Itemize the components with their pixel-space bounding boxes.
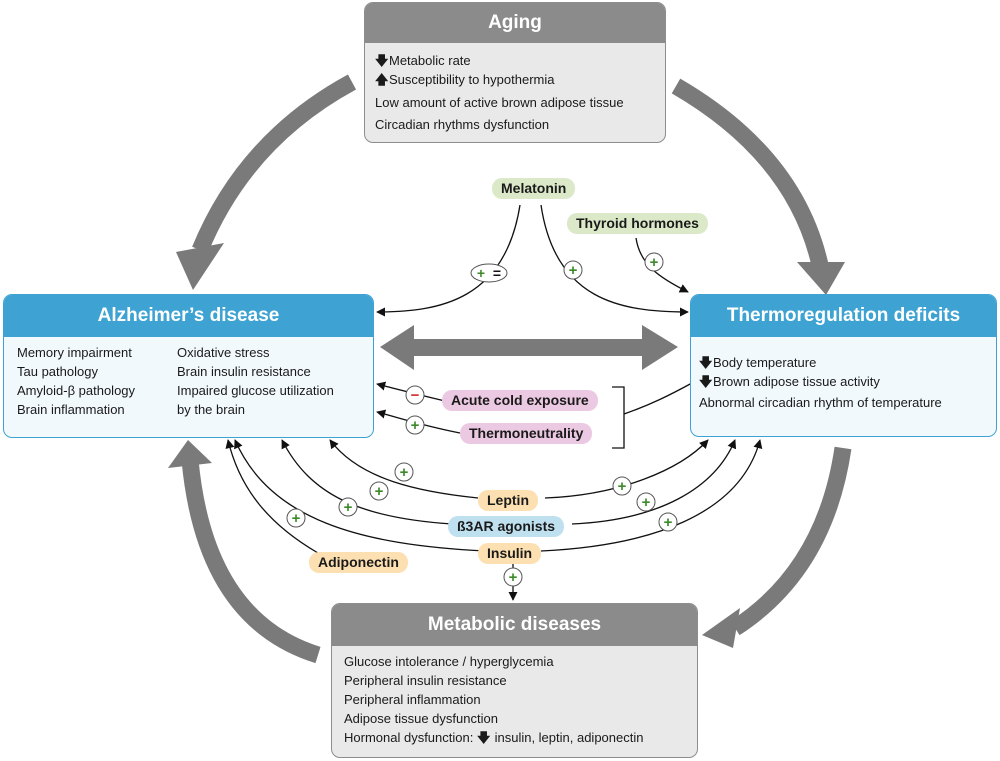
alzheimers-item: Tau pathology (17, 364, 98, 379)
cycle-arrowhead-right-top (797, 262, 845, 295)
minus-icon: − (405, 385, 425, 405)
aging-line: 🡅Susceptibility to hypothermia (375, 72, 555, 87)
aging-title: Aging (365, 3, 665, 43)
svg-text:+: + (642, 494, 651, 511)
arrow-down-icon: 🡇 (699, 374, 713, 389)
aging-box: Aging 🡇Metabolic rate 🡅Susceptibility to… (364, 2, 666, 143)
alzheimers-item: Brain insulin resistance (177, 364, 311, 379)
plus-icon: + (644, 252, 664, 272)
svg-text:+: + (477, 265, 485, 281)
b3ar-to-thermo-line (571, 439, 737, 525)
acute-cold-exposure-label: Acute cold exposure (442, 390, 598, 411)
plus-icon: + (563, 260, 583, 280)
plus-icon: + (658, 512, 678, 532)
arrow-up-icon: 🡅 (375, 72, 389, 87)
arrow-down-icon: 🡇 (375, 53, 389, 68)
svg-text:+: + (411, 417, 420, 434)
arrow-down-icon: 🡇 (476, 730, 491, 745)
plus-icon: + (405, 415, 425, 435)
insulin-to-alzheimers-line (234, 439, 487, 552)
svg-text:+: + (400, 464, 409, 481)
leptin-to-thermo-line (544, 439, 709, 499)
melatonin-label: Melatonin (492, 178, 576, 199)
plus-icon: + (394, 462, 414, 482)
thermo-line: 🡇Brown adipose tissue activity (699, 374, 880, 389)
cold-thermo-bracket (612, 386, 625, 449)
alzheimers-title: Alzheimer’s disease (4, 295, 373, 337)
cycle-arrow-thermo-to-metabolic (730, 446, 852, 636)
thermo-line: Abnormal circadian rhythm of temperature (699, 395, 942, 410)
insulin-to-thermo-line (540, 439, 763, 552)
metabolic-line: Hormonal dysfunction: 🡇 insulin, leptin,… (344, 730, 644, 745)
thermoneutrality-label: Thermoneutrality (460, 423, 593, 444)
cold-to-alzheimers-line (376, 381, 446, 402)
arrow-down-icon: 🡇 (699, 355, 713, 370)
plus-icon: + (636, 492, 656, 512)
b3ar-to-alzheimers-line (281, 439, 453, 525)
leptin-label: Leptin (478, 490, 538, 511)
plus-icon: + (338, 497, 358, 517)
insulin-label: Insulin (478, 543, 542, 564)
bidirectional-arrow (380, 325, 678, 370)
b3ar-agonists-label: ß3AR agonists (448, 516, 565, 537)
metabolic-box: Metabolic diseases Glucose intolerance /… (331, 603, 698, 758)
metabolic-line: Peripheral insulin resistance (344, 673, 507, 688)
plus-icon: + (369, 481, 389, 501)
alzheimers-item: Amyloid-β pathology (17, 383, 136, 398)
plus-icon: + (286, 508, 306, 528)
thyroid-to-thermo-line (635, 237, 689, 293)
aging-line: 🡇Metabolic rate (375, 53, 471, 68)
svg-text:+: + (509, 569, 518, 586)
thyroid-hormones-label: Thyroid hormones (567, 213, 708, 234)
alzheimers-item: Oxidative stress (177, 345, 270, 360)
aging-line: Circadian rhythms dysfunction (375, 117, 550, 132)
cycle-arrow-aging-to-alzheimers (192, 74, 357, 254)
alzheimers-box: Alzheimer’s disease Memory impairment Ta… (3, 294, 374, 438)
alzheimers-item: Impaired glucose utilization (177, 383, 334, 398)
svg-text:+: + (344, 499, 353, 516)
plus-icon: + (612, 476, 632, 496)
thermo-line: 🡇Body temperature (699, 355, 817, 370)
alzheimers-item: Brain inflammation (17, 402, 125, 417)
alzheimers-item: by the brain (177, 402, 245, 417)
cycle-arrow-metabolic-to-alzheimers (181, 459, 321, 664)
svg-text:=: = (493, 265, 501, 281)
melatonin-to-alzheimers-line (376, 204, 521, 317)
plus-icon: + (503, 567, 523, 587)
alzheimers-item: Memory impairment (17, 345, 132, 360)
metabolic-line: Adipose tissue dysfunction (344, 711, 498, 726)
plus-equal-icon: + = (470, 263, 508, 283)
cycle-arrowhead-right-bottom (702, 608, 740, 648)
adiponectin-label: Adiponectin (309, 552, 408, 573)
adiponectin-to-alzheimers-line (225, 439, 319, 554)
cycle-arrowhead-left-top (176, 243, 224, 290)
thermoneutrality-to-alzheimers-line (376, 409, 461, 434)
svg-text:+: + (664, 514, 673, 531)
cycle-arrow-aging-to-thermo (671, 78, 829, 267)
svg-text:+: + (618, 478, 627, 495)
thermo-box: Thermoregulation deficits 🡇Body temperat… (690, 294, 997, 437)
metabolic-line: Glucose intolerance / hyperglycemia (344, 654, 554, 669)
metabolic-title: Metabolic diseases (332, 604, 697, 646)
cycle-arrowhead-left-bottom (168, 440, 212, 468)
svg-text:+: + (375, 483, 384, 500)
leptin-to-alzheimers-line (329, 439, 479, 499)
thermo-title: Thermoregulation deficits (691, 295, 996, 337)
svg-text:+: + (650, 254, 659, 271)
svg-text:+: + (569, 262, 578, 279)
bracket-to-thermo-line (623, 382, 693, 415)
svg-text:−: − (411, 387, 420, 404)
metabolic-line: Peripheral inflammation (344, 692, 481, 707)
aging-line: Low amount of active brown adipose tissu… (375, 95, 624, 110)
svg-text:+: + (292, 510, 301, 527)
